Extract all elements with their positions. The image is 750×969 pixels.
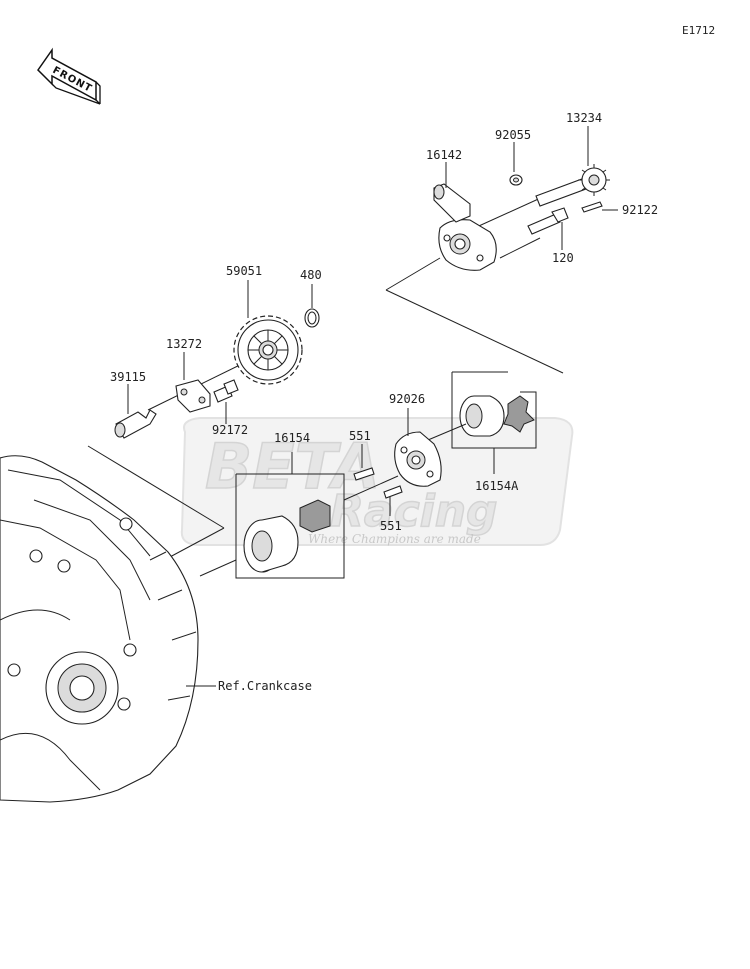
leader-lines xyxy=(127,126,618,468)
part-label-16154A[interactable]: 16154A xyxy=(475,479,519,493)
part-label-13272[interactable]: 13272 xyxy=(166,337,202,351)
part-label-59051[interactable]: 59051 xyxy=(226,264,262,278)
reference-label-crankcase[interactable]: Ref.Crankcase xyxy=(218,679,312,693)
upper-pump-group xyxy=(385,164,610,374)
rotor-group-16154 xyxy=(199,452,345,579)
watermark-brand-top: BETA xyxy=(205,430,380,503)
pump-body-92026 xyxy=(343,431,442,516)
part-label-16154[interactable]: 16154 xyxy=(274,431,310,445)
part-label-16142[interactable]: 16142 xyxy=(426,148,462,162)
part-label-92055[interactable]: 92055 xyxy=(495,128,531,142)
watermark-brand-bottom: Racing xyxy=(330,486,498,537)
sprocket-59051 xyxy=(233,315,303,385)
part-label-92122[interactable]: 92122 xyxy=(622,203,658,217)
part-labels: 59051 480 13272 39115 92172 16154 551 55… xyxy=(110,111,658,693)
rotor-group-16154A xyxy=(427,371,537,474)
part-label-39115[interactable]: 39115 xyxy=(110,370,146,384)
part-label-551-upper[interactable]: 551 xyxy=(349,429,371,443)
part-label-120[interactable]: 120 xyxy=(552,251,574,265)
part-label-92172[interactable]: 92172 xyxy=(212,423,248,437)
part-label-92026[interactable]: 92026 xyxy=(389,392,425,406)
part-label-480[interactable]: 480 xyxy=(300,268,322,282)
crankcase-reference xyxy=(0,455,216,803)
part-label-551-lower[interactable]: 551 xyxy=(380,519,402,533)
watermark: BETA Racing Where Champions are made xyxy=(180,417,574,546)
watermark-tagline: Where Champions are made xyxy=(308,532,481,546)
part-label-13234[interactable]: 13234 xyxy=(566,111,602,125)
diagram-code: E1712 xyxy=(682,24,715,37)
front-arrow-icon: FRONT xyxy=(37,47,101,105)
sprocket-group xyxy=(87,308,320,559)
